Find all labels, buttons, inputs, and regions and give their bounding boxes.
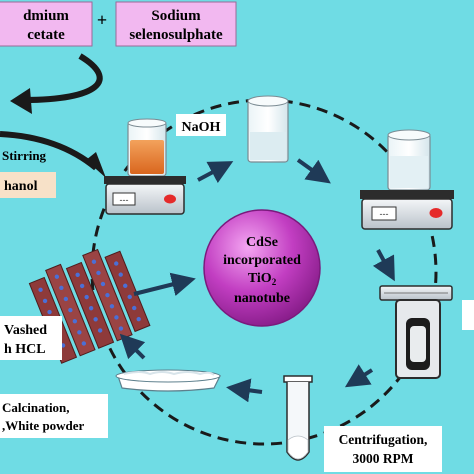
svg-text:---: --- [380,209,389,219]
arrow-stirrer-to-beaker [197,161,234,184]
process-arrows [119,158,395,403]
calcination-label-line2: ,White powder [2,418,85,433]
arrow-centrifuge-to-tube [344,364,374,388]
centrifugation-label-line1: Centrifugation, [339,432,428,447]
centrifugation-box: Centrifugation, 3000 RPM [324,426,442,472]
arrow-dish-to-bundle [119,333,146,360]
center-label-line3: TiO2 [248,271,277,287]
petri-dish-icon [115,369,221,392]
center-label-line4: nanotube [234,291,290,306]
washed-label-line2: h HCL [4,342,46,357]
stirring-arrow-head [86,152,106,178]
stirring-label: Stirring [2,148,47,163]
center-label-line1: CdSe [246,235,278,250]
cadmium-label-line1: dmium [23,8,69,24]
centrifuge-icon [379,285,453,379]
center-product-sphere: CdSe incorporated TiO2 nanotube [203,209,321,327]
plus-sign: + [97,10,107,30]
calcination-box: Calcination, ,White powder [0,394,108,438]
sodium-selenosulphate-box: Sodium selenosulphate [115,1,237,47]
stirring-arrow [0,131,98,171]
cadmium-acetate-box: dmium cetate [0,1,93,47]
cadmium-label-line2: cetate [27,27,65,43]
naoh-box: NaOH [176,114,226,136]
calcination-label-line1: Calcination, [2,400,70,415]
naoh-label: NaOH [182,120,221,135]
arrow-bundle-to-product [133,272,196,297]
centrifugation-label-line2: 3000 RPM [352,451,413,466]
reagent-flow-arrow [23,53,103,103]
reagent-flow-arrow-head [10,88,32,114]
test-tube-icon [283,375,313,461]
solvent-label: hanol [4,179,38,194]
beaker-icon [247,95,289,163]
arrow-beaker-to-stirrer [296,158,331,184]
center-label-line2: incorporated [223,253,301,268]
stirrer-beaker-icon: --- [360,129,454,230]
stirrer-orange-beaker-icon: --- [104,118,186,215]
arrow-stirrer-to-centrifuge [372,249,395,282]
right-edge-label-box [462,300,474,330]
sodium-label-line1: Sodium [151,8,201,24]
solvent-box: hanol [0,172,56,198]
svg-text:---: --- [120,195,129,205]
arrow-tube-to-dish [226,378,263,403]
washed-label-line1: Vashed [4,323,47,338]
sodium-label-line2: selenosulphate [129,27,223,43]
washed-box: Vashed h HCL [0,316,62,360]
